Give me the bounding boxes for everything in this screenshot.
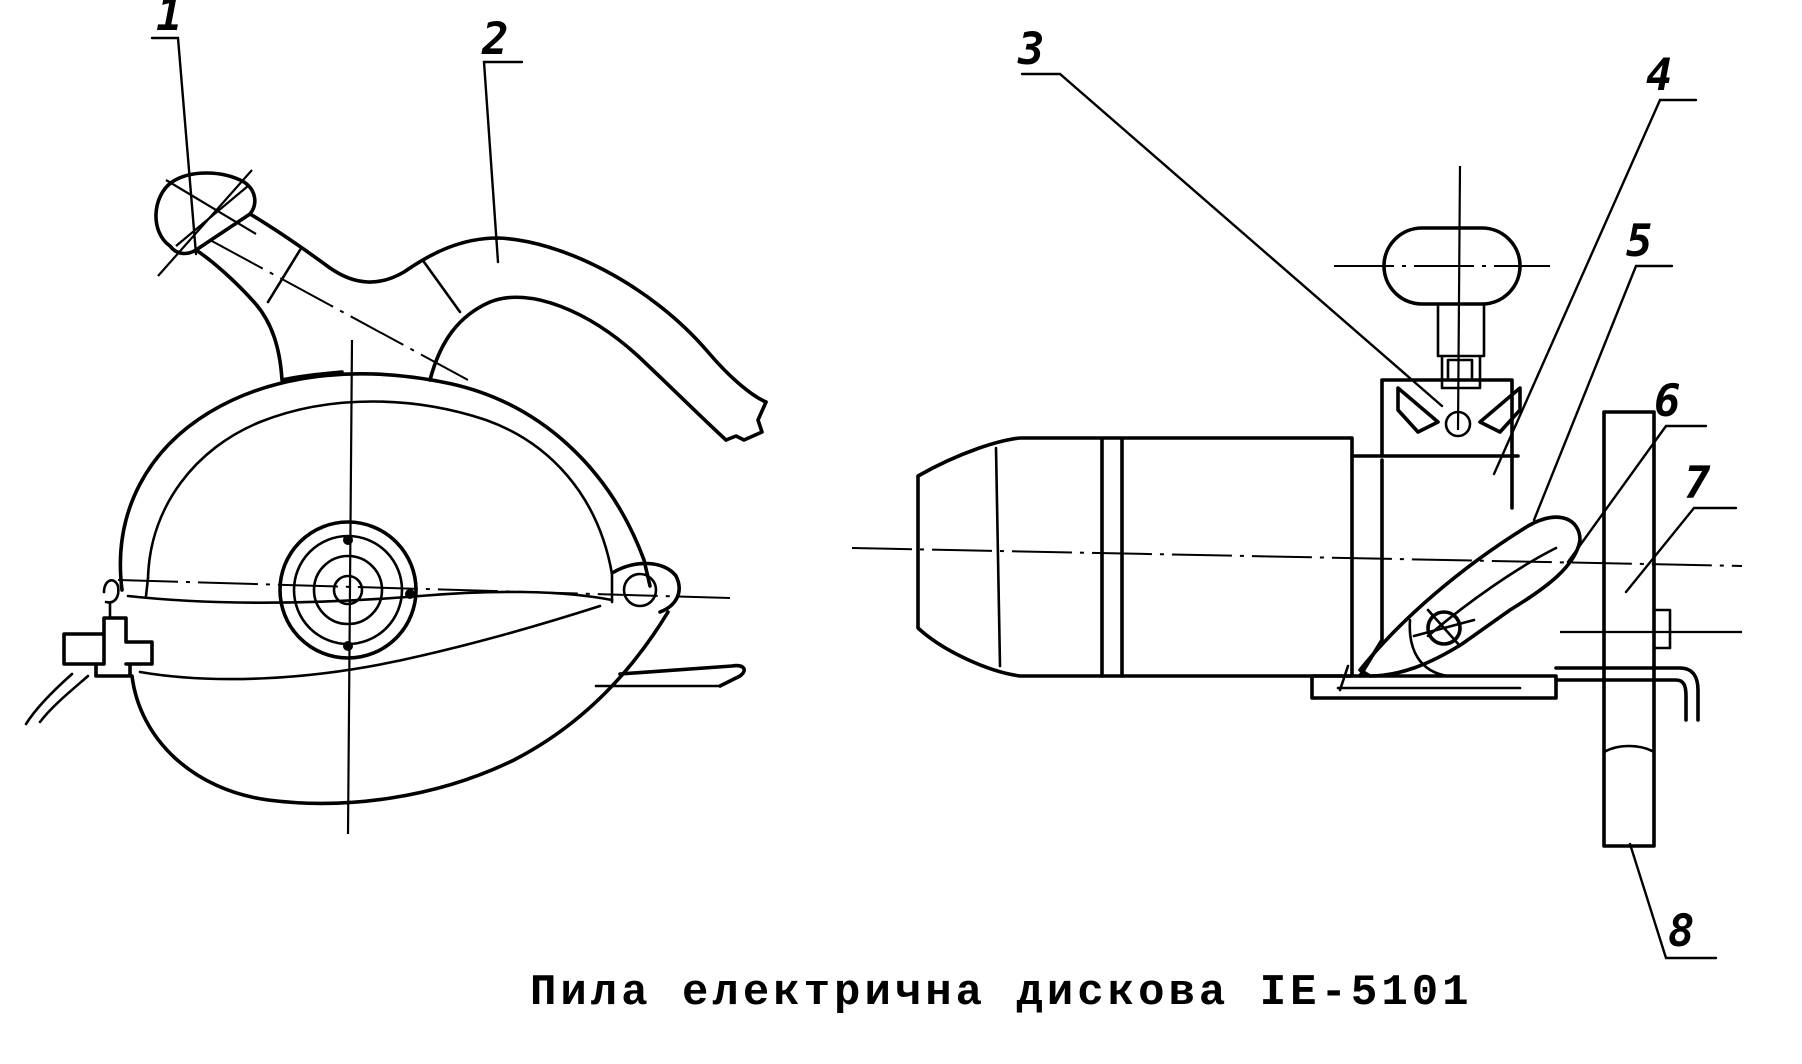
rear-clamp [62, 616, 154, 678]
leader-3 [1020, 72, 1444, 408]
handle-end [724, 400, 768, 442]
leader-7 [1624, 506, 1738, 594]
bevel-knob [1426, 610, 1462, 646]
base-plate [618, 663, 746, 688]
guide-bar-slot [1426, 546, 1558, 638]
knob-axis-vertical [1456, 165, 1462, 431]
blade-curve [1602, 744, 1656, 754]
rear-cord [24, 672, 90, 726]
lower-guard [130, 610, 670, 806]
knob-stem-nut [1446, 358, 1474, 382]
bevel-knob-wings [1412, 608, 1476, 648]
gear-housing-front [1358, 458, 1384, 678]
lower-guard-top [138, 604, 602, 681]
callouts: 1 2 3 4 5 6 7 8 [150, 0, 1738, 960]
leader-5 [1532, 264, 1674, 522]
knob-axis-3 [175, 185, 249, 247]
motor-axis [851, 547, 1743, 567]
leader-2 [482, 60, 524, 264]
leader-6 [1566, 424, 1708, 564]
handle-divider-2 [422, 260, 462, 314]
leader-8 [1628, 842, 1718, 960]
callout-1: 1 [156, 0, 183, 41]
callout-2: 2 [481, 14, 509, 65]
callout-6: 6 [1654, 376, 1681, 427]
leader-1 [150, 36, 198, 256]
upper-guard-inner [146, 400, 614, 580]
callout-8: 8 [1668, 906, 1695, 957]
callout-5: 5 [1626, 216, 1653, 267]
rip-fence [1554, 666, 1700, 722]
callout-3: 3 [1017, 24, 1045, 75]
shoe-rail [1338, 664, 1350, 692]
handle-divider-1 [266, 248, 302, 304]
leader-4 [1492, 98, 1698, 476]
arbor-outer [278, 520, 418, 660]
arbor-center [332, 574, 364, 606]
side-view [24, 169, 768, 835]
blade-arbor [1652, 608, 1672, 650]
lower-guard-line [126, 590, 614, 605]
blade-axis-vertical [346, 339, 354, 835]
pivot-bracket [612, 561, 681, 614]
handle [194, 212, 768, 442]
guide-bar [1358, 515, 1582, 678]
blade-axis-horizontal [117, 579, 731, 599]
knob-axis [165, 179, 257, 235]
callout-7: 7 [1684, 458, 1711, 509]
arbor-bolt-bottom [343, 641, 353, 651]
arbor-inner [312, 554, 384, 626]
rear-knob [154, 171, 257, 256]
callout-4: 4 [1646, 50, 1673, 101]
knob-stem [1436, 304, 1486, 390]
drawing-caption: Пила електрична дискова IE-5101 [530, 968, 1473, 1018]
wing-nut-center [1444, 410, 1472, 438]
arbor-bolt-right [405, 589, 415, 599]
pivot [622, 572, 658, 608]
base-shoe [1310, 674, 1558, 700]
motor-nose [994, 446, 1002, 668]
rear-clamp-knob [102, 579, 120, 604]
gear-housing [1350, 378, 1520, 510]
wing-nut [1396, 386, 1522, 434]
top-view [851, 165, 1743, 848]
upper-guard [118, 372, 652, 592]
handle-axis [209, 239, 469, 381]
arbor-mid [292, 534, 404, 646]
